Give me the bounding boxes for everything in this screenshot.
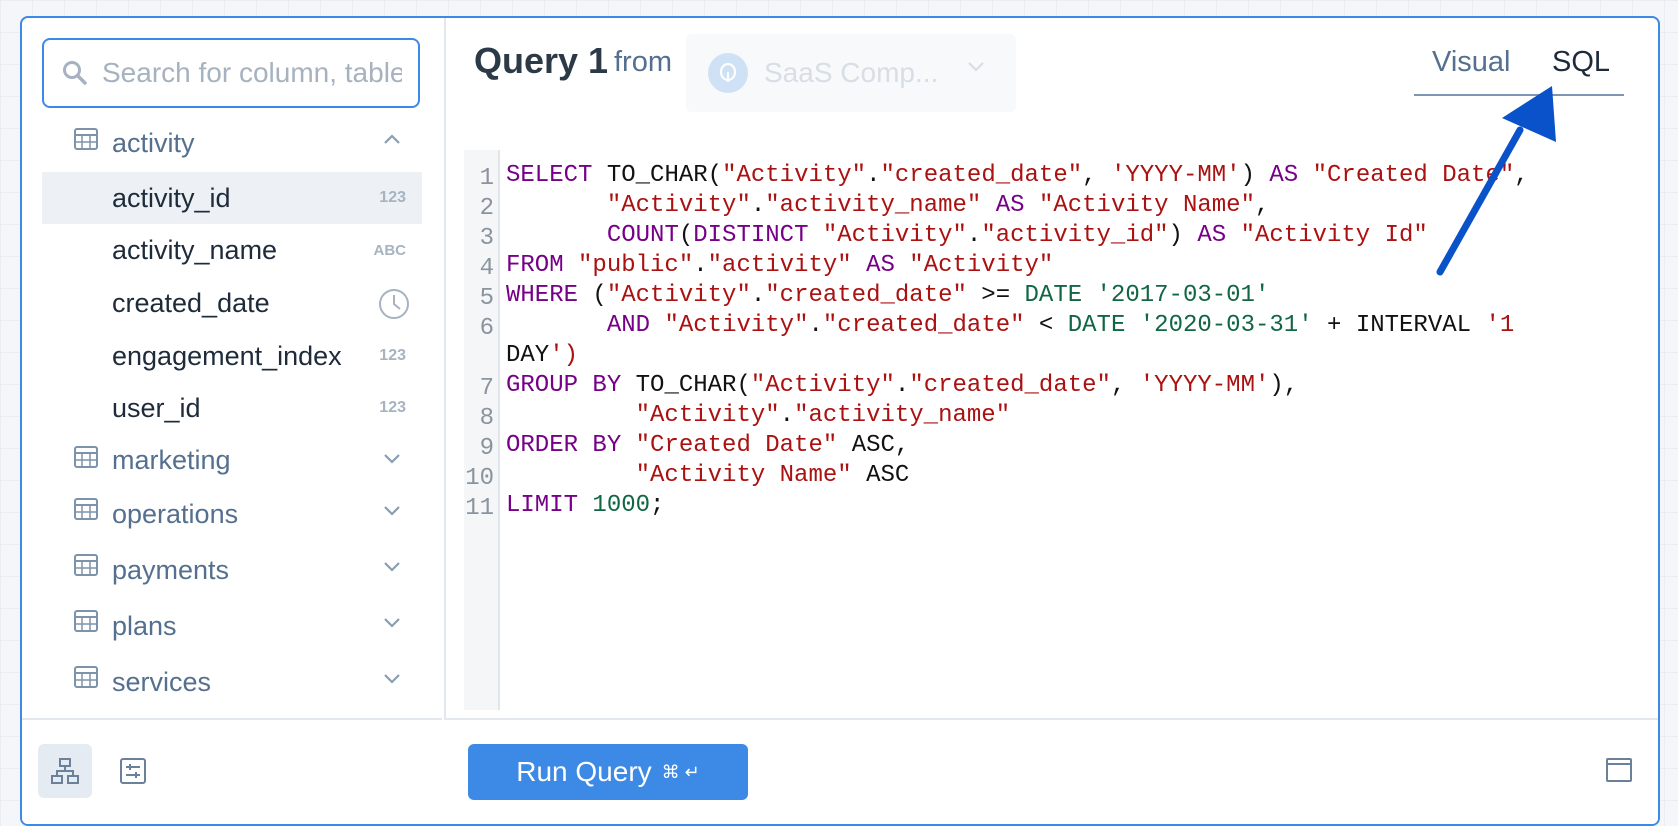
column-engagement-index[interactable]: engagement_index 123 — [42, 330, 422, 382]
line-number: 5 — [479, 285, 494, 312]
table-icon — [74, 554, 98, 576]
search-icon — [63, 61, 87, 85]
table-icon — [74, 610, 98, 632]
chevron-down-icon — [968, 62, 984, 72]
sql-editor[interactable]: 1 2 3 4 5 6 7 8 9 10 11 SELECT TO_CHAR("… — [464, 150, 1658, 710]
column-created-date[interactable]: created_date — [42, 276, 422, 330]
schema-tree-icon — [51, 758, 79, 784]
column-activity-id[interactable]: activity_id 123 — [42, 172, 422, 224]
type-badge-numeric: 123 — [379, 189, 406, 206]
search-input[interactable] — [100, 56, 404, 90]
line-number: 3 — [479, 225, 494, 252]
query-title[interactable]: Query 1 — [474, 40, 609, 81]
table-activity[interactable]: activity — [42, 114, 422, 172]
from-label: from — [614, 46, 672, 78]
sliders-icon — [120, 758, 146, 784]
table-icon — [74, 666, 98, 688]
column-label: activity_id — [112, 182, 231, 213]
line-number: 10 — [465, 465, 494, 492]
line-number: 6 — [479, 315, 494, 342]
run-query-button[interactable]: Run Query ⌘ ↵ — [468, 744, 748, 800]
line-number: 2 — [479, 195, 494, 222]
code-line: ORDER BY "Created Date" ASC, — [506, 432, 910, 459]
code-line: "Activity Name" ASC — [635, 462, 910, 489]
table-icon — [74, 128, 98, 150]
schema-view-button[interactable] — [38, 744, 92, 798]
table-label: activity — [112, 127, 195, 158]
table-label: services — [112, 666, 212, 697]
line-number: 1 — [479, 165, 494, 192]
type-badge-text: ABC — [373, 241, 407, 259]
data-source-name: SaaS Comp... — [764, 57, 939, 88]
code-line: GROUP BY TO_CHAR("Activity"."created_dat… — [506, 372, 1299, 399]
code-line: DAY') — [506, 342, 579, 369]
tab-sql[interactable]: SQL — [1552, 46, 1611, 78]
table-services[interactable]: services — [42, 654, 422, 710]
tab-visual[interactable]: Visual — [1432, 46, 1511, 78]
table-label: marketing — [112, 444, 231, 475]
editor-footer: Run Query ⌘ ↵ — [444, 718, 1658, 824]
chevron-down-icon[interactable] — [382, 672, 402, 686]
run-shortcut-hint: ⌘ ↵ — [661, 761, 700, 782]
code-line: "Activity"."activity_name" AS "Activity … — [606, 192, 1270, 219]
line-number-gutter: 1 2 3 4 5 6 7 8 9 10 11 — [464, 150, 500, 710]
column-label: created_date — [112, 287, 270, 318]
line-number: 4 — [479, 255, 494, 282]
data-source-select[interactable]: SaaS Comp... — [686, 34, 1016, 112]
run-query-label: Run Query — [516, 756, 652, 787]
postgres-icon — [708, 53, 748, 93]
query-builder-panel: activity activity_id 123 activity_name A… — [20, 16, 1660, 826]
code-line: AND "Activity"."created_date" < DATE '20… — [606, 312, 1515, 339]
mode-tabs: Visual SQL — [1414, 46, 1624, 96]
table-icon — [74, 498, 98, 520]
line-number: 7 — [479, 375, 494, 402]
column-label: user_id — [112, 392, 201, 423]
sidebar-footer — [22, 718, 442, 824]
schema-tree: activity activity_id 123 activity_name A… — [42, 114, 422, 710]
search-box[interactable] — [42, 38, 420, 108]
table-plans[interactable]: plans — [42, 598, 422, 654]
expand-panel-icon[interactable] — [1606, 758, 1632, 782]
clock-icon — [379, 289, 409, 319]
code-line: "Activity"."activity_name" — [635, 402, 1011, 429]
chevron-down-icon[interactable] — [382, 452, 402, 466]
chevron-up-icon[interactable] — [382, 132, 402, 146]
line-number: 11 — [465, 495, 494, 522]
column-user-id[interactable]: user_id 123 — [42, 382, 422, 434]
line-number: 8 — [479, 405, 494, 432]
table-marketing[interactable]: marketing — [42, 434, 422, 486]
code-line: LIMIT 1000; — [506, 492, 665, 519]
table-label: plans — [112, 610, 177, 641]
code-line: WHERE ("Activity"."created_date" >= DATE… — [506, 282, 1270, 309]
settings-view-button[interactable] — [106, 744, 160, 798]
type-badge-numeric: 123 — [379, 399, 406, 416]
query-editor-area: Query 1 from SaaS Comp... Visual SQL 1 2… — [444, 18, 1658, 824]
table-payments[interactable]: payments — [42, 542, 422, 598]
schema-sidebar: activity activity_id 123 activity_name A… — [22, 18, 446, 824]
table-label: operations — [112, 498, 239, 529]
table-label: payments — [112, 554, 230, 585]
column-label: activity_name — [112, 234, 278, 265]
column-label: engagement_index — [112, 340, 342, 371]
chevron-down-icon[interactable] — [382, 560, 402, 574]
chevron-down-icon[interactable] — [382, 504, 402, 518]
code-line: SELECT TO_CHAR("Activity"."created_date"… — [506, 162, 1529, 189]
line-number: 9 — [479, 435, 494, 462]
table-icon — [74, 446, 98, 468]
chevron-down-icon[interactable] — [382, 616, 402, 630]
type-badge-numeric: 123 — [379, 347, 406, 364]
code-line: COUNT(DISTINCT "Activity"."activity_id")… — [606, 222, 1428, 249]
table-operations[interactable]: operations — [42, 486, 422, 542]
code-line: FROM "public"."activity" AS "Activity" — [506, 252, 1054, 279]
column-activity-name[interactable]: activity_name ABC — [42, 224, 422, 276]
